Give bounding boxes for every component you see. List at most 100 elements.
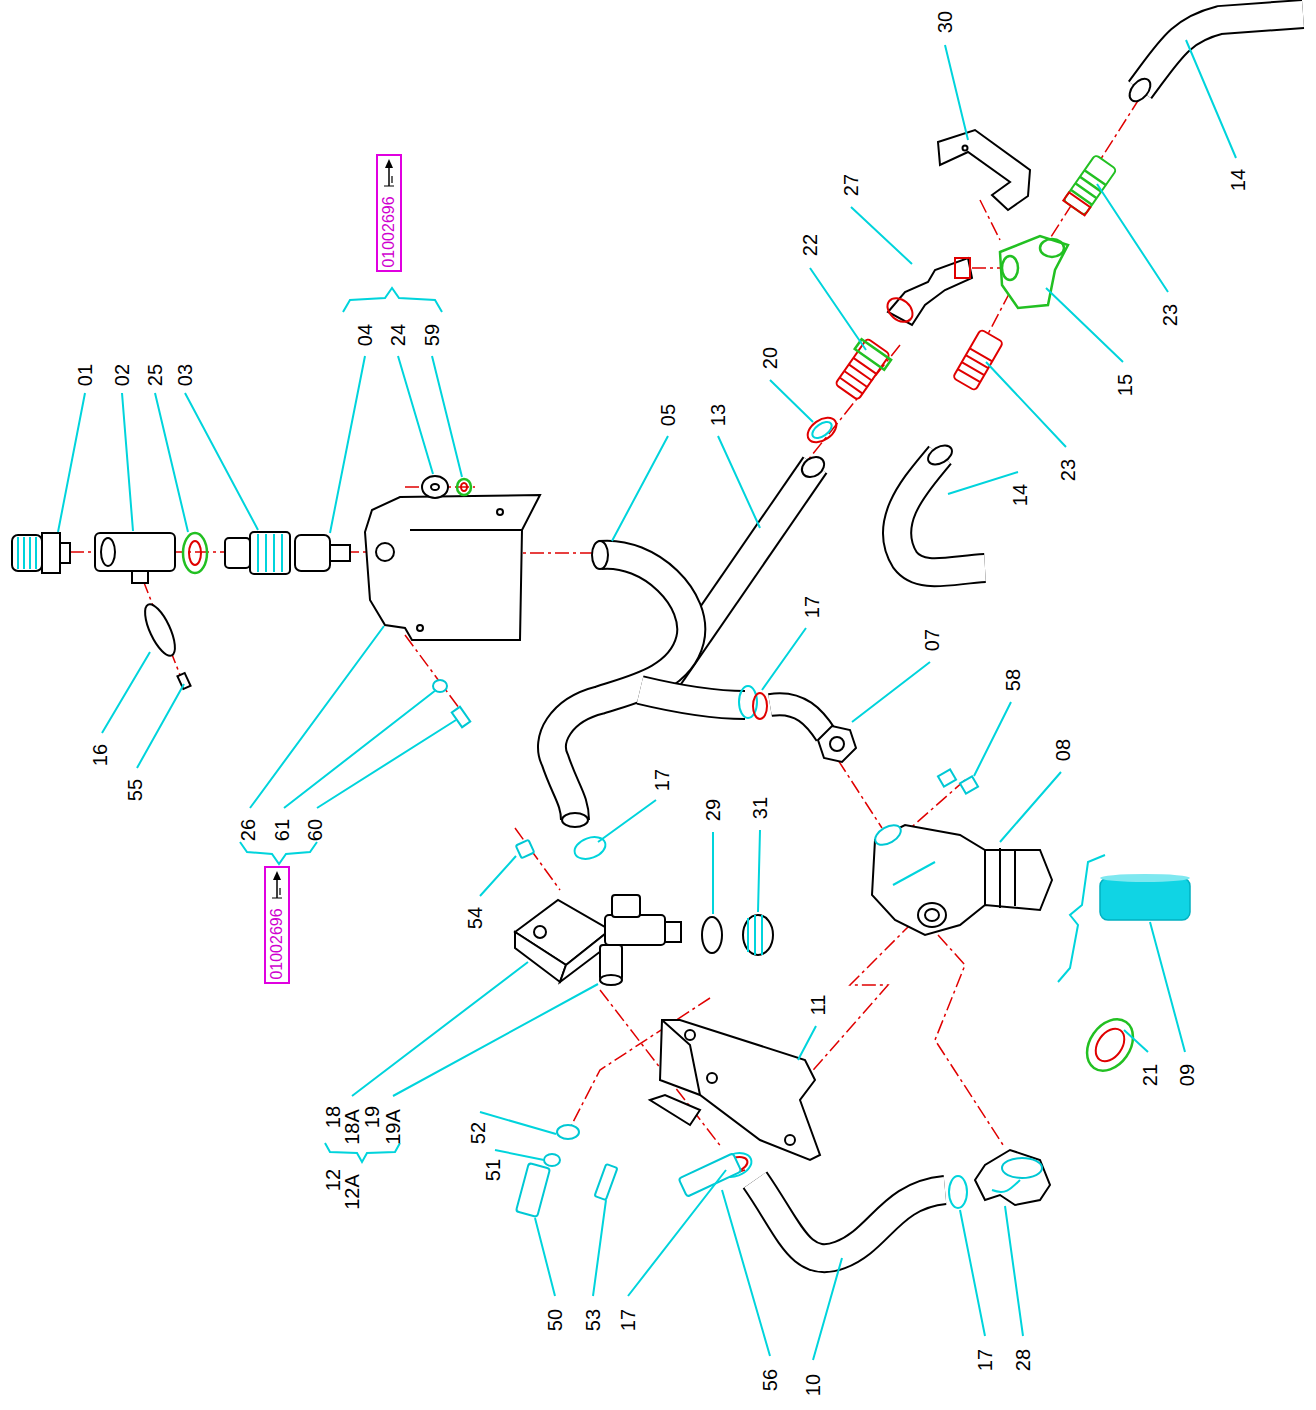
group-bracket (240, 288, 1105, 1162)
leader-line (58, 40, 1236, 1360)
group-bracket (325, 1143, 400, 1162)
fitting (1002, 256, 1018, 280)
callout-number: 08 (1053, 739, 1073, 761)
fitting (855, 339, 891, 369)
elbow (992, 1180, 1020, 1192)
callout-number: 15 (1115, 374, 1135, 396)
mounting-bracket (431, 484, 439, 490)
bolt (516, 1163, 550, 1217)
callout-number: 25 (145, 364, 165, 386)
centre-line (405, 635, 462, 712)
hose (755, 1180, 945, 1258)
filter (1100, 874, 1190, 882)
callout-number: 50 (545, 1309, 565, 1331)
callout-number: 60 (305, 819, 325, 841)
bolt (595, 1164, 618, 1200)
solenoid-valve (612, 895, 640, 917)
centre-line (935, 935, 1005, 1148)
fitting (958, 348, 993, 382)
callout-number: 19A (383, 1109, 403, 1145)
callout-number: 09 (1177, 1064, 1197, 1086)
fitting (132, 571, 148, 583)
callout-number: 14 (1010, 484, 1030, 506)
filter (960, 776, 978, 793)
callout-number: 05 (658, 404, 678, 426)
mounting-bracket (417, 625, 423, 631)
callout-number: 51 (483, 1159, 503, 1181)
filter (1078, 1011, 1143, 1080)
fitting (177, 673, 190, 689)
centre-line (570, 998, 710, 1128)
callout-number: 17 (975, 1349, 995, 1371)
mounting-bracket (461, 483, 467, 491)
callout-number: 04 (355, 324, 375, 346)
arrow-head (385, 159, 393, 168)
leader-line (102, 626, 456, 808)
fitting (810, 419, 835, 441)
callout-number: 07 (922, 629, 942, 651)
hose (798, 453, 828, 482)
callout-number: 55 (125, 779, 145, 801)
fitting (938, 130, 1030, 210)
leader-line (1124, 922, 1185, 1052)
fitting (42, 533, 60, 573)
fitting (330, 545, 350, 561)
fitting (883, 293, 917, 326)
reference-box: 01002696 (376, 154, 402, 272)
fitting (183, 533, 207, 573)
mounting-bracket (452, 707, 471, 727)
fitting (295, 535, 330, 571)
elbow (975, 1150, 1050, 1205)
fitting (835, 338, 890, 400)
fitting (250, 532, 290, 574)
fitting (60, 543, 70, 563)
solenoid-valve (665, 922, 681, 942)
arrow-head (273, 871, 281, 880)
solenoid-valve (515, 840, 773, 985)
callout-number: 53 (583, 1309, 603, 1331)
callout-number: 56 (760, 1369, 780, 1391)
hose (897, 455, 985, 572)
centre-line (800, 905, 930, 1085)
leader-line (58, 393, 258, 532)
hose (592, 541, 608, 569)
arrow-tick (384, 176, 394, 186)
solenoid-valve (702, 917, 722, 953)
arrow-tick (272, 888, 282, 898)
base-bracket (660, 1020, 820, 1160)
filter (1100, 878, 1190, 920)
hose-clamp (572, 686, 967, 1208)
callout-number: 28 (1013, 1349, 1033, 1371)
fitting (95, 533, 175, 571)
hose (770, 704, 826, 735)
leader-line (352, 962, 598, 1160)
leader-line (612, 207, 912, 541)
callout-number: 31 (750, 797, 770, 819)
callout-number: 29 (703, 799, 723, 821)
fitting (189, 541, 201, 565)
arrow-symbol (266, 868, 288, 902)
fitting (18, 537, 36, 569)
callout-number: 17 (652, 769, 672, 791)
group-bracket (1058, 855, 1105, 982)
callout-number: 59 (422, 324, 442, 346)
filter (872, 825, 1052, 935)
fitting (963, 146, 968, 151)
arrow-symbol (378, 156, 400, 190)
group-bracket (240, 842, 317, 864)
centre-line (20, 35, 1180, 1188)
mounting-bracket (457, 479, 471, 495)
filter (985, 848, 1015, 908)
callout-number: 16 (90, 744, 110, 766)
fitting (1063, 192, 1090, 215)
bolt (516, 1125, 742, 1217)
bolt (557, 1125, 579, 1139)
hose (755, 1180, 945, 1258)
callout-number: 26 (238, 819, 258, 841)
leader-line (945, 40, 1236, 494)
callout-number: 19 (362, 1106, 382, 1128)
hose (1126, 75, 1155, 105)
solenoid-valve (748, 915, 762, 955)
callout-number: 14 (1228, 169, 1248, 191)
